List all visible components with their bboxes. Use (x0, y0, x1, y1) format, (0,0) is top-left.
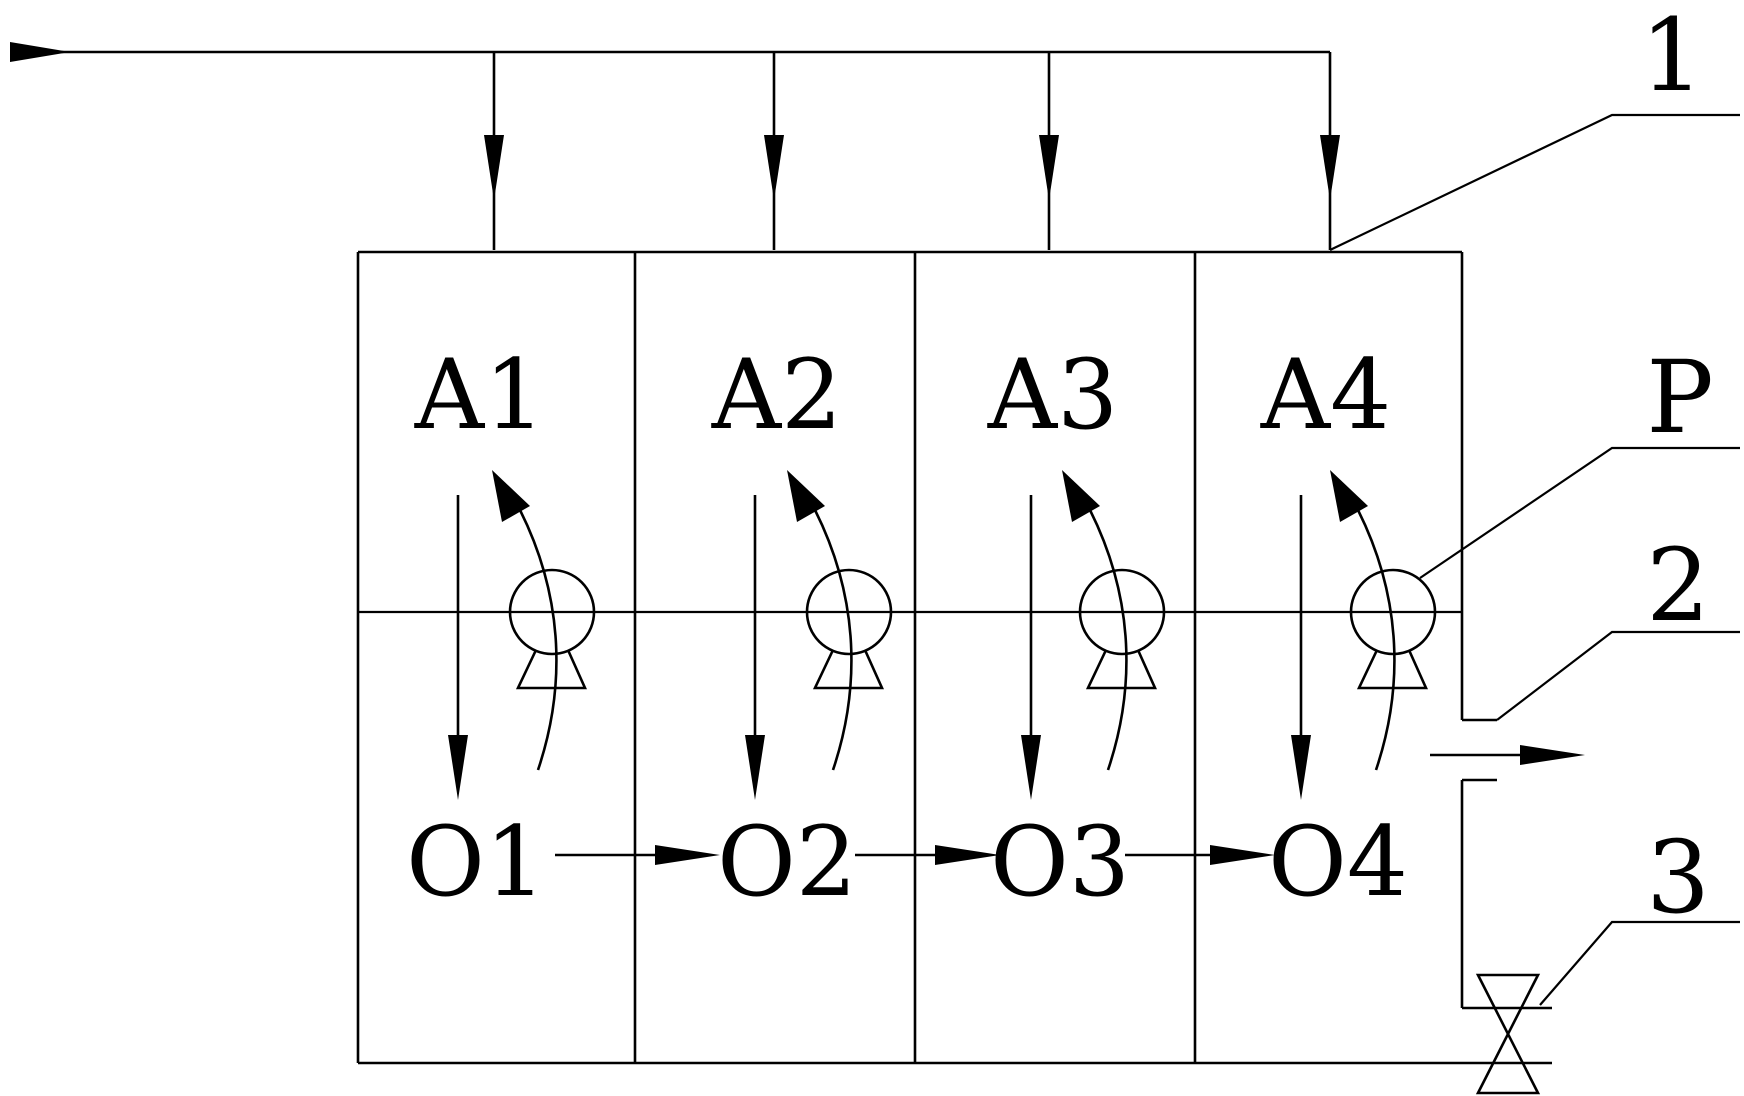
zone-label-a1: A1 (414, 339, 545, 451)
zone-label-a4: A4 (1260, 339, 1391, 451)
pump-icon (1078, 568, 1166, 690)
zone-label-o4: O4 (1268, 806, 1408, 918)
pump-icon (1349, 568, 1437, 690)
callout-label-outlet: 2 (1646, 527, 1710, 644)
feed-pipe (10, 42, 1340, 250)
callout-labels: 1 P 2 3 (1640, 0, 1713, 936)
zone-label-o2: O2 (717, 806, 857, 918)
branch-arrow-1 (484, 135, 504, 200)
callout-leaders (1329, 113, 1740, 1006)
zone-label-a2: A2 (711, 339, 842, 451)
zone-label-a3: A3 (987, 339, 1118, 451)
pumps (508, 568, 1437, 690)
zone-labels: A1 A2 A3 A4 O1 O2 O3 O4 (406, 339, 1408, 918)
pump-icon (508, 568, 596, 690)
feed-inlet-arrow (10, 42, 70, 62)
callout-label-valve: 3 (1646, 819, 1710, 936)
branch-arrow-2 (764, 135, 784, 200)
return-flow-arrows (492, 470, 1396, 771)
pump-icon (805, 568, 893, 690)
zone-label-o3: O3 (990, 806, 1130, 918)
branch-arrow-4 (1320, 135, 1340, 200)
outlet (1430, 718, 1585, 782)
down-flow-arrows (448, 495, 1311, 800)
outlet-arrow (1520, 745, 1585, 765)
branch-arrow-3 (1039, 135, 1059, 200)
callout-label-tank: 1 (1640, 0, 1704, 114)
tank (356, 250, 1464, 1065)
zone-label-o1: O1 (406, 806, 546, 918)
horizontal-flow-arrows (555, 845, 1275, 865)
callout-label-pump: P (1646, 339, 1713, 456)
valve-icon (1462, 973, 1552, 1095)
